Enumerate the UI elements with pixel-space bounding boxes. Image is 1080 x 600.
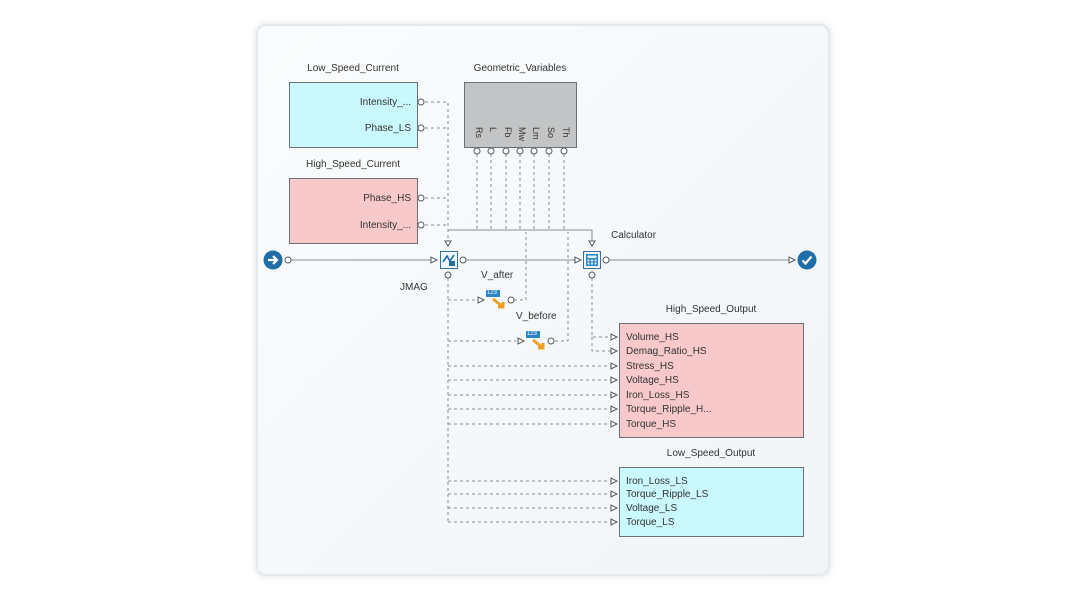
low-speed-output-title: Low_Speed_Output — [666, 448, 756, 459]
end-node[interactable] — [797, 250, 817, 270]
port-l: L — [488, 127, 498, 133]
calculator-icon — [583, 251, 601, 269]
port-fb: Fb — [503, 127, 513, 138]
low-speed-current-block[interactable]: Intensity_... Phase_LS — [289, 82, 418, 148]
start-node[interactable] — [263, 250, 283, 270]
port-iron-loss-hs: Iron_Loss_HS — [626, 390, 690, 401]
v-after-node[interactable]: 123 — [485, 289, 507, 309]
port-so: So — [546, 127, 556, 139]
port-voltage-ls: Voltage_LS — [626, 503, 678, 514]
high-speed-current-title: High_Speed_Current — [306, 159, 400, 170]
port-mw: Mw — [517, 127, 527, 141]
calculator-node[interactable] — [583, 251, 601, 269]
port-intensity-hs: Intensity_... — [359, 220, 411, 231]
high-speed-output-block[interactable]: Volume_HS Demag_Ratio_HS Stress_HS Volta… — [619, 323, 804, 438]
jmag-node[interactable] — [440, 251, 458, 269]
v-after-badge: 123 — [487, 290, 498, 296]
geometric-variables-block[interactable]: Rs L Fb Mw Lm So Th — [464, 82, 577, 148]
v-before-node[interactable]: 123 — [525, 330, 547, 350]
port-demag-ratio-hs: Demag_Ratio_HS — [626, 346, 707, 357]
jmag-icon — [440, 251, 458, 269]
port-torque-ls: Torque_LS — [626, 517, 675, 528]
jmag-label: JMAG — [400, 282, 428, 293]
port-iron-loss-ls: Iron_Loss_LS — [626, 476, 688, 487]
v-before-label: V_before — [516, 311, 557, 322]
port-rs: Rs — [474, 127, 484, 138]
wire-intensity-ls — [425, 101, 449, 240]
port-torque-ripple-ls: Torque_Ripple_LS — [626, 489, 709, 500]
variable-icon — [526, 331, 545, 350]
port-lm: Lm — [531, 127, 541, 140]
port-torque-hs: Torque_HS — [626, 419, 677, 430]
low-speed-output-block[interactable]: Iron_Loss_LS Torque_Ripple_LS Voltage_LS… — [619, 467, 804, 537]
calculator-label: Calculator — [611, 230, 657, 241]
arrow-right-circle-icon — [263, 250, 283, 270]
port-voltage-hs: Voltage_HS — [626, 375, 679, 386]
high-speed-output-title: High_Speed_Output — [665, 304, 757, 315]
port-intensity-ls: Intensity_... — [359, 97, 411, 108]
checkmark-circle-icon — [797, 250, 817, 270]
v-after-label: V_after — [481, 270, 514, 281]
port-stress-hs: Stress_HS — [626, 361, 674, 372]
low-speed-current-title: Low_Speed_Current — [307, 63, 399, 74]
port-phase-hs: Phase_HS — [363, 193, 411, 204]
port-th: Th — [561, 127, 571, 138]
port-volume-hs: Volume_HS — [626, 332, 679, 343]
high-speed-current-block[interactable]: Phase_HS Intensity_... — [289, 178, 418, 244]
geometric-variables-title: Geometric_Variables — [473, 63, 567, 74]
port-torque-ripple-hs: Torque_Ripple_H... — [626, 404, 712, 415]
v-before-badge: 123 — [527, 331, 538, 337]
variable-icon — [486, 290, 505, 309]
port-phase-ls: Phase_LS — [364, 123, 411, 134]
